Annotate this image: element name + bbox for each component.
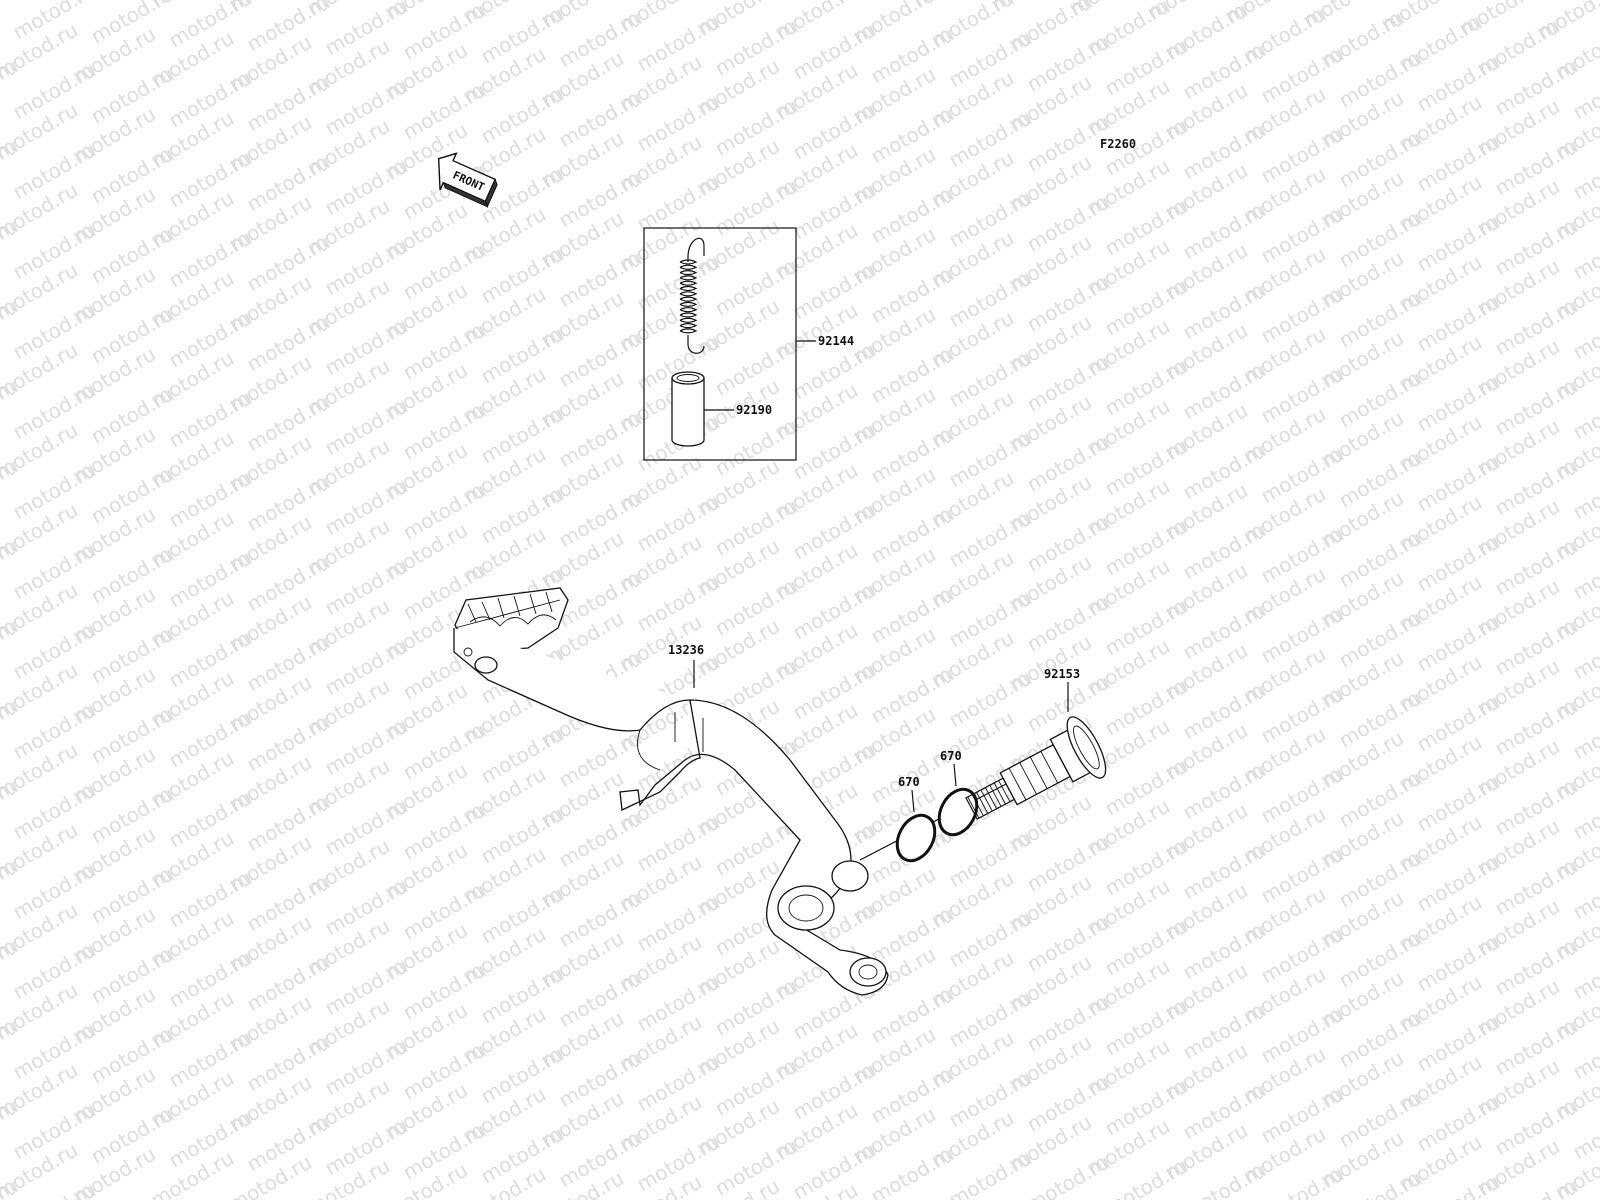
spring-coil (679, 285, 698, 292)
spring-coil (679, 307, 698, 313)
o-ring-2-part (937, 787, 979, 837)
spring-coil (679, 275, 698, 281)
thread-line (980, 789, 993, 812)
spring-part (679, 237, 705, 354)
collar-part (671, 371, 705, 447)
spring-coil (679, 317, 698, 323)
front-arrow-icon: FRONT (437, 152, 498, 208)
thread-line (976, 792, 989, 814)
spring-coil (679, 312, 698, 318)
label-670-b: 670 (940, 749, 962, 763)
spring-coil (679, 280, 698, 286)
label-92144: 92144 (818, 334, 854, 348)
spring-coil (679, 328, 698, 334)
pivot-shaft-part (965, 716, 1107, 820)
spring-coil (679, 296, 698, 302)
o-ring-1-part (895, 813, 937, 863)
spring-coil (679, 301, 698, 307)
thread-line (993, 782, 1006, 805)
thread-line (989, 785, 1002, 807)
spring-coil (679, 291, 698, 297)
label-92190: 92190 (736, 403, 772, 417)
label-670-a: 670 (898, 775, 920, 789)
leader-670-a (911, 789, 915, 813)
kit-box (643, 227, 797, 461)
diagram-code: F2260 (1100, 137, 1136, 151)
spring-coil (679, 270, 698, 276)
thread-line (984, 787, 998, 809)
label-13236: 13236 (668, 643, 704, 657)
leader-670-b (953, 763, 957, 787)
assembly-axis (859, 781, 1011, 861)
label-92153: 92153 (1044, 667, 1080, 681)
spring-coil (679, 323, 698, 329)
spring-coil (679, 264, 698, 270)
